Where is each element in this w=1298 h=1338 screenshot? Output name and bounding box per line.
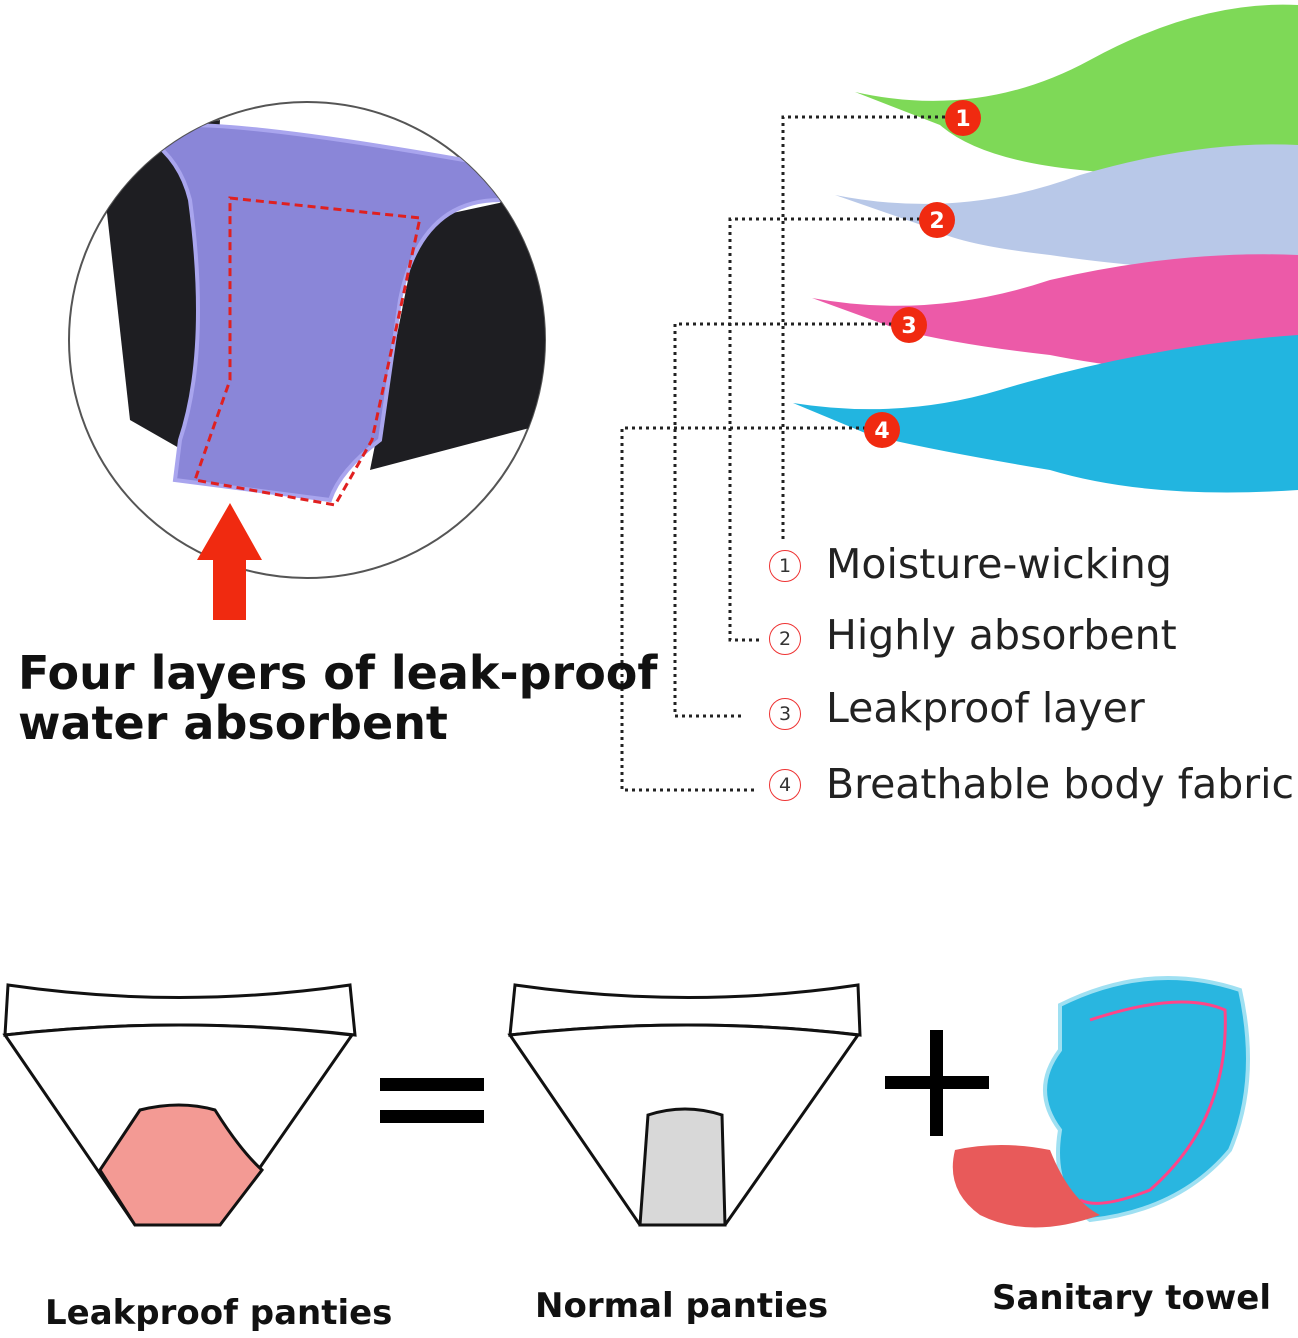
equals-icon	[380, 1078, 484, 1123]
leakproof-panties-drawing	[2, 983, 357, 1227]
leader-lines	[620, 115, 945, 792]
layer-1-label: Moisture-wicking	[826, 540, 1172, 588]
layer-3-number: 3	[769, 698, 801, 730]
marker-4: 4	[874, 419, 889, 444]
caption-leakproof-panties: Leakproof panties	[45, 1293, 393, 1333]
red-arrow-icon	[197, 503, 262, 620]
layer-3-sheet	[812, 254, 1298, 378]
layer-4-sheet	[793, 335, 1298, 493]
normal-panties-drawing	[507, 983, 862, 1227]
layer-2-number: 2	[769, 623, 801, 655]
layer-markers: 1 2 3 4	[864, 100, 981, 448]
layer-3-label: Leakproof layer	[826, 684, 1145, 732]
layer-stack	[793, 4, 1298, 493]
headline-line-2: water absorbent	[18, 696, 448, 750]
plus-icon	[885, 1030, 989, 1136]
layer-4-number: 4	[769, 769, 801, 801]
layer-2-label: Highly absorbent	[826, 611, 1177, 659]
layer-4-label: Breathable body fabric	[826, 760, 1295, 808]
marker-3: 3	[901, 314, 916, 339]
sanitary-towel-drawing	[952, 976, 1250, 1228]
panties-closeup	[68, 101, 546, 579]
marker-2: 2	[929, 209, 944, 234]
marker-1: 1	[955, 107, 970, 132]
headline: Four layers of leak-proof water absorben…	[18, 648, 657, 748]
headline-line-1: Four layers of leak-proof	[18, 646, 658, 700]
layer-2-sheet	[835, 144, 1298, 275]
layer-1-number: 1	[769, 550, 801, 582]
caption-normal-panties: Normal panties	[535, 1286, 829, 1326]
caption-sanitary-towel: Sanitary towel	[992, 1278, 1271, 1318]
